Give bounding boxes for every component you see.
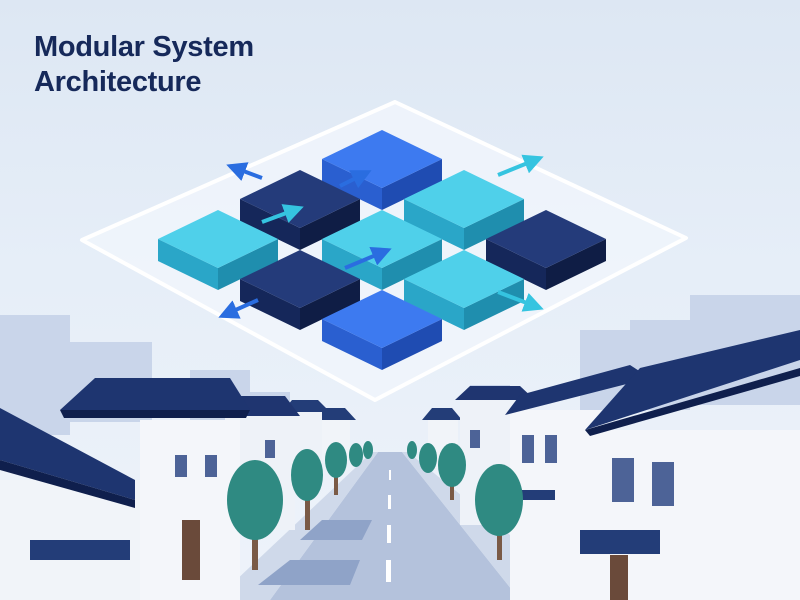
arrow-icon	[261, 204, 304, 224]
street-trees	[227, 441, 523, 570]
title-line-1: Modular System	[34, 31, 254, 63]
module-block	[158, 210, 278, 290]
module-side-right	[382, 319, 442, 370]
module-side-left	[404, 279, 464, 330]
arrow-icon	[497, 290, 544, 312]
module-block	[486, 210, 606, 290]
arrow-icon	[497, 154, 544, 177]
arrow-icon	[339, 170, 372, 189]
module-top	[240, 250, 360, 308]
module-side-left	[322, 319, 382, 370]
module-side-right	[300, 199, 360, 250]
modular-platform	[80, 100, 688, 402]
module-side-left	[486, 239, 546, 290]
page-title: Modular System Architecture	[34, 30, 254, 100]
tree	[407, 441, 437, 473]
lane-markings	[386, 470, 391, 582]
arrow-icon	[226, 162, 263, 181]
module-side-right	[218, 239, 278, 290]
module-block	[240, 170, 360, 250]
module-top	[404, 250, 524, 308]
module-side-right	[464, 279, 524, 330]
module-side-left	[158, 239, 218, 290]
house-left-near	[60, 378, 250, 600]
module-top	[322, 210, 442, 268]
road-shadows	[258, 520, 372, 585]
module-top	[240, 170, 360, 228]
house-right-near	[505, 365, 650, 600]
module-side-left	[240, 199, 300, 250]
module-block	[404, 170, 524, 250]
module-side-right	[382, 159, 442, 210]
tree	[475, 464, 523, 560]
module-side-right	[382, 239, 442, 290]
module-block	[404, 250, 524, 330]
tree	[291, 449, 323, 530]
tree	[438, 443, 466, 500]
house-right-front	[580, 330, 800, 600]
arrow-icon	[344, 246, 392, 270]
left-houses	[0, 378, 356, 600]
title-line-2: Architecture	[34, 66, 202, 98]
connection-arrows	[218, 154, 544, 319]
tree	[227, 460, 283, 570]
module-side-right	[300, 279, 360, 330]
house-left-front	[0, 408, 140, 600]
module-top	[486, 210, 606, 268]
tree	[325, 442, 347, 495]
module-block	[240, 250, 360, 330]
module-side-right	[464, 199, 524, 250]
module-side-right	[546, 239, 606, 290]
module-block	[322, 290, 442, 370]
tree	[349, 441, 373, 467]
module-grid	[158, 130, 606, 370]
arrow-icon	[218, 298, 259, 319]
module-top	[404, 170, 524, 228]
module-side-left	[240, 279, 300, 330]
module-top	[322, 290, 442, 348]
module-side-left	[404, 199, 464, 250]
module-top	[158, 210, 278, 268]
